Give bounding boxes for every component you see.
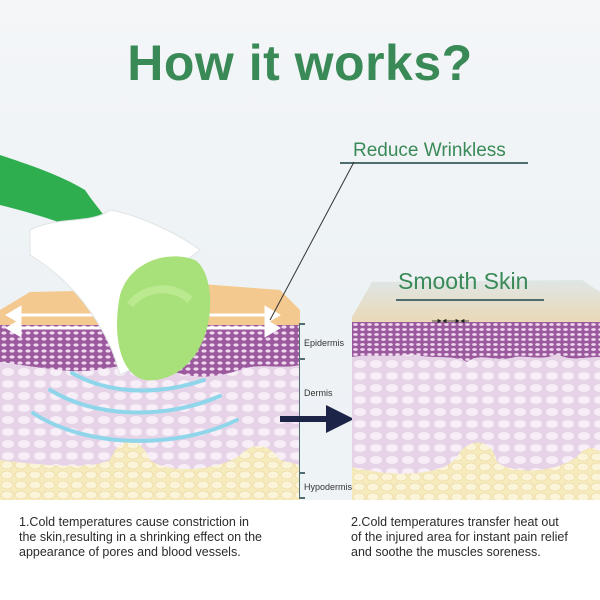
bracket-tick <box>299 358 305 360</box>
description-line: appearance of pores and blood vessels. <box>19 545 241 559</box>
bracket-tick <box>299 472 305 474</box>
page-title: How it works? <box>127 35 473 91</box>
callout-underline <box>396 299 544 301</box>
description-line: the skin,resulting in a shrinking effect… <box>19 530 262 544</box>
layer-label-dermis: Dermis <box>304 388 333 398</box>
layer-label-hypodermis: Hypodermis <box>304 482 353 492</box>
description-line: 2.Cold temperatures transfer heat out <box>351 515 559 529</box>
layer-label-epidermis: Epidermis <box>304 338 345 348</box>
skin-after-illustration <box>352 280 600 500</box>
bracket-tick <box>299 323 305 325</box>
description-left: 1.Cold temperatures cause constriction i… <box>19 515 262 560</box>
description-line: and soothe the muscles soreness. <box>351 545 541 559</box>
callout-pointer-line <box>269 161 355 321</box>
ice-roller-illustration <box>0 155 211 381</box>
layer-bracket <box>299 323 300 498</box>
description-line: 1.Cold temperatures cause constriction i… <box>19 515 249 529</box>
transition-arrow-icon <box>280 405 354 433</box>
description-right: 2.Cold temperatures transfer heat out of… <box>351 515 568 560</box>
reduce-wrinkless-label: Reduce Wrinkless <box>353 140 506 161</box>
smooth-skin-label: Smooth Skin <box>398 268 529 294</box>
bracket-tick <box>299 497 305 499</box>
description-line: of the injured area for instant pain rel… <box>351 530 568 544</box>
callout-underline <box>340 162 528 164</box>
